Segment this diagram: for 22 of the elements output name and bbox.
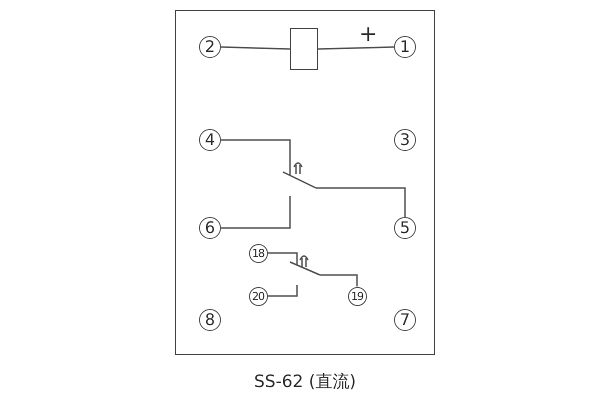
wire <box>268 252 298 255</box>
terminal-number: 18 <box>248 244 268 262</box>
terminal-number: 8 <box>199 309 221 331</box>
terminal-number: 4 <box>199 129 221 151</box>
terminal-number: 7 <box>394 309 416 331</box>
wire <box>316 187 406 217</box>
terminal-number: 3 <box>394 129 416 151</box>
wire <box>220 46 290 50</box>
terminal-number: 19 <box>348 286 366 306</box>
terminal-number: 20 <box>248 286 268 306</box>
wire <box>221 139 291 162</box>
terminal-number: 2 <box>199 36 221 58</box>
polarity-sign: + <box>359 24 378 46</box>
terminal-number: 6 <box>199 217 221 239</box>
wire <box>318 46 394 50</box>
wire <box>221 196 291 229</box>
terminal-number: 1 <box>394 36 416 58</box>
coil-box <box>290 28 318 70</box>
terminal-number: 5 <box>394 217 416 239</box>
caption: SS-62 (直流) <box>252 371 358 393</box>
wire <box>268 285 298 297</box>
wire <box>320 274 358 286</box>
